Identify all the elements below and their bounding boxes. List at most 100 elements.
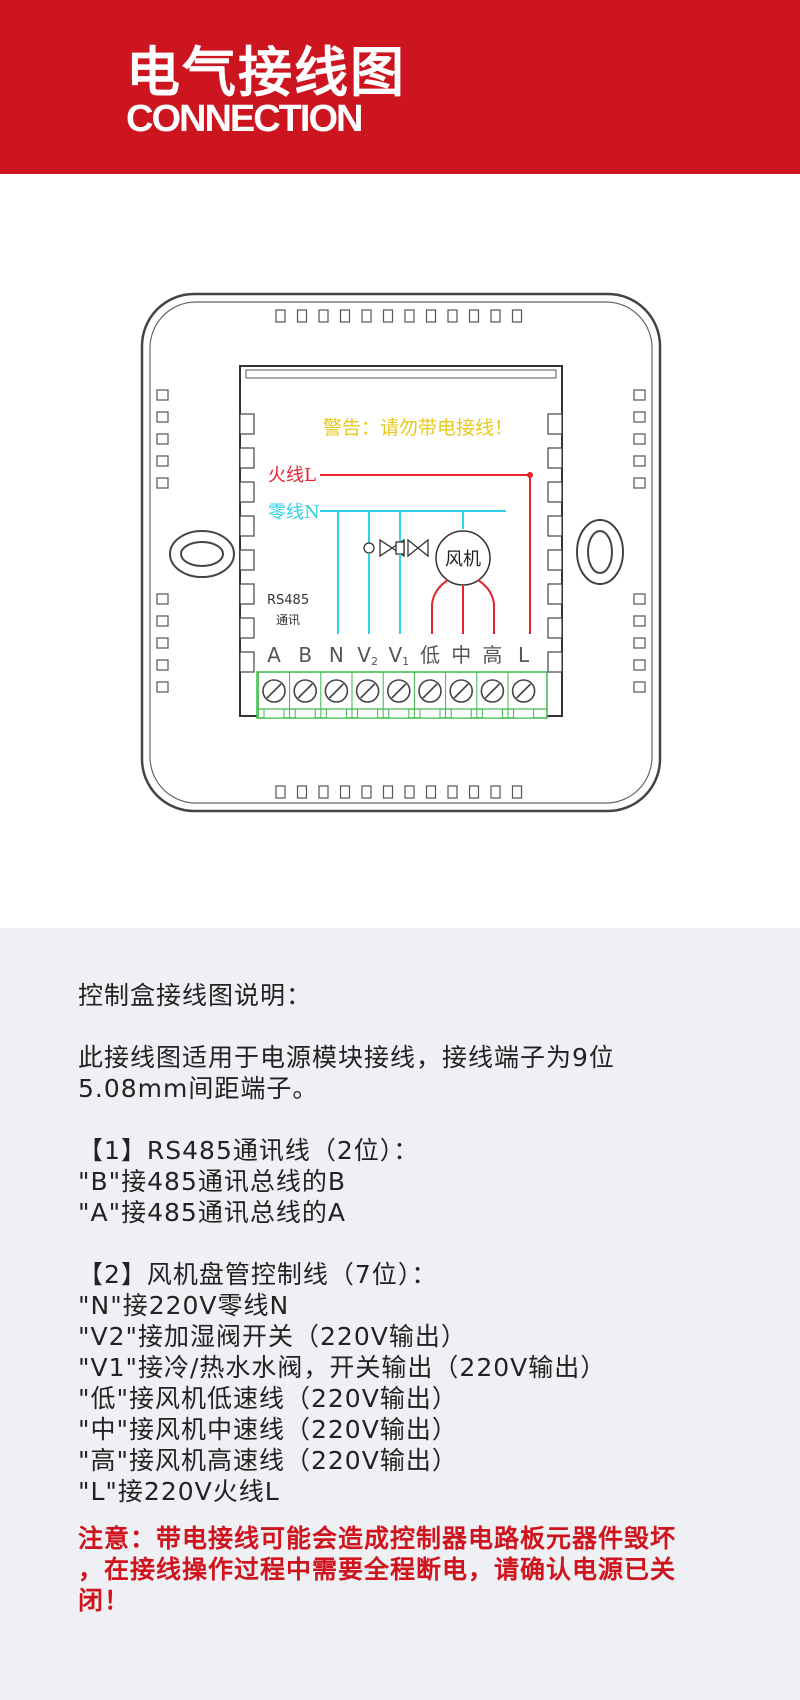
terminal-label: N <box>329 643 344 667</box>
panel-tab-right <box>547 651 563 673</box>
mounting-slot-left <box>169 530 235 578</box>
panel-tab-left <box>239 481 255 503</box>
screw-slot <box>484 683 500 699</box>
terminal-socket <box>419 708 441 719</box>
terminal-label: B <box>298 643 312 667</box>
enclosure-inner <box>149 301 653 804</box>
panel-top-rail <box>245 369 557 379</box>
notch-bottom <box>275 785 286 799</box>
notch-right <box>633 411 646 423</box>
terminal-socket <box>325 708 347 719</box>
panel-tab-left <box>239 583 255 605</box>
screw-slot <box>297 683 313 699</box>
notch-top <box>511 309 523 323</box>
notch-bottom <box>404 785 415 799</box>
terminal-socket <box>294 708 316 719</box>
notch-top <box>318 309 329 323</box>
notch-top <box>339 309 351 323</box>
wiring-diagram: 警告：请勿带电接线！ 火线L 零线N 风机 <box>0 174 800 928</box>
notch-right <box>633 389 646 401</box>
notch-top <box>425 309 437 323</box>
notch-right <box>633 659 646 671</box>
panel-side-tabs <box>239 413 563 673</box>
notch-right <box>633 477 646 489</box>
warning-note-2: ，在接线操作过程中需要全程断电，请确认电源已关 <box>78 1555 677 1584</box>
panel-tab-right <box>547 481 563 503</box>
neutral-label: 零线N <box>268 502 320 523</box>
notch-left <box>156 593 169 605</box>
notch-bottom <box>490 785 501 799</box>
warning-text: 警告：请勿带电接线！ <box>323 417 513 439</box>
description-heading: 控制盒接线图说明： <box>78 981 313 1010</box>
terminal-label: 低 <box>420 643 440 667</box>
notch-left <box>156 411 169 423</box>
notch-bottom <box>382 785 394 799</box>
section1-item: "A"接485通讯总线的A <box>78 1198 346 1227</box>
terminal-socket <box>357 708 379 719</box>
screw-slot <box>391 683 407 699</box>
wiring-diagram-svg: 警告：请勿带电接线！ 火线L 零线N 风机 <box>140 292 662 813</box>
notch-top <box>490 309 501 323</box>
notch-bottom <box>296 785 308 799</box>
notch-left <box>156 433 169 445</box>
enclosure-notches <box>156 309 646 799</box>
notch-bottom <box>468 785 480 799</box>
notch-right <box>633 615 646 627</box>
intro-line-1: 此接线图适用于电源模块接线，接线端子为9位 <box>78 1043 615 1072</box>
notch-right <box>633 455 646 467</box>
panel-tab-left <box>239 549 255 571</box>
panel-tab-left <box>239 413 255 435</box>
notch-top <box>361 309 372 323</box>
panel-tab-left <box>239 651 255 673</box>
rs485-sub-label: 通讯 <box>276 613 300 627</box>
terminal-socket <box>481 708 503 719</box>
section2-item: "低"接风机低速线（220V输出） <box>78 1384 458 1413</box>
screw-slot <box>516 683 532 699</box>
header-banner: 电气接线图 CONNECTION <box>0 0 800 174</box>
notch-bottom <box>511 785 523 799</box>
panel-tab-right <box>547 549 563 571</box>
rs485-label: RS485 <box>267 593 309 608</box>
notch-left <box>156 637 169 649</box>
terminal-socket <box>388 708 410 719</box>
terminal-socket <box>263 708 285 719</box>
screw-slot <box>422 683 438 699</box>
fan-wire-low <box>431 579 449 634</box>
notch-top <box>447 309 458 323</box>
panel-tab-left <box>239 515 255 537</box>
notch-top <box>382 309 394 323</box>
section2-item: "N"接220V零线N <box>78 1291 290 1320</box>
live-label: 火线L <box>268 465 316 486</box>
screw-slot <box>360 683 376 699</box>
panel-tab-right <box>547 617 563 639</box>
section2-item: "V1"接冷/热水水阀，开关输出（220V输出） <box>78 1353 607 1382</box>
notch-bottom <box>447 785 458 799</box>
description-text: 控制盒接线图说明： 此接线图适用于电源模块接线，接线端子为9位 5.08mm间距… <box>78 980 758 1616</box>
section2-item: "高"接风机高速线（220V输出） <box>78 1446 458 1475</box>
notch-right <box>633 593 646 605</box>
panel-tab-right <box>547 515 563 537</box>
notch-left <box>156 659 169 671</box>
notch-top <box>296 309 308 323</box>
screw-slot <box>328 683 344 699</box>
section2-item: "中"接风机中速线（220V输出） <box>78 1415 458 1444</box>
notch-bottom <box>318 785 329 799</box>
terminal-label: L <box>518 643 530 667</box>
panel-tab-left <box>239 617 255 639</box>
panel-tab-right <box>547 447 563 469</box>
notch-left <box>156 389 169 401</box>
notch-bottom <box>339 785 351 799</box>
terminal-label-subscript: 1 <box>402 655 409 668</box>
notch-top <box>404 309 415 323</box>
page-title: 电气接线图 <box>126 41 406 104</box>
notch-left <box>156 615 169 627</box>
terminal-label: 高 <box>482 643 502 667</box>
terminal-label-subscript: 2 <box>371 655 378 668</box>
notch-right <box>633 637 646 649</box>
notch-top <box>275 309 286 323</box>
terminal-label: 中 <box>451 643 471 667</box>
valve-v1-icon <box>395 538 429 558</box>
terminal-socket <box>513 708 535 719</box>
panel-tab-left <box>239 447 255 469</box>
